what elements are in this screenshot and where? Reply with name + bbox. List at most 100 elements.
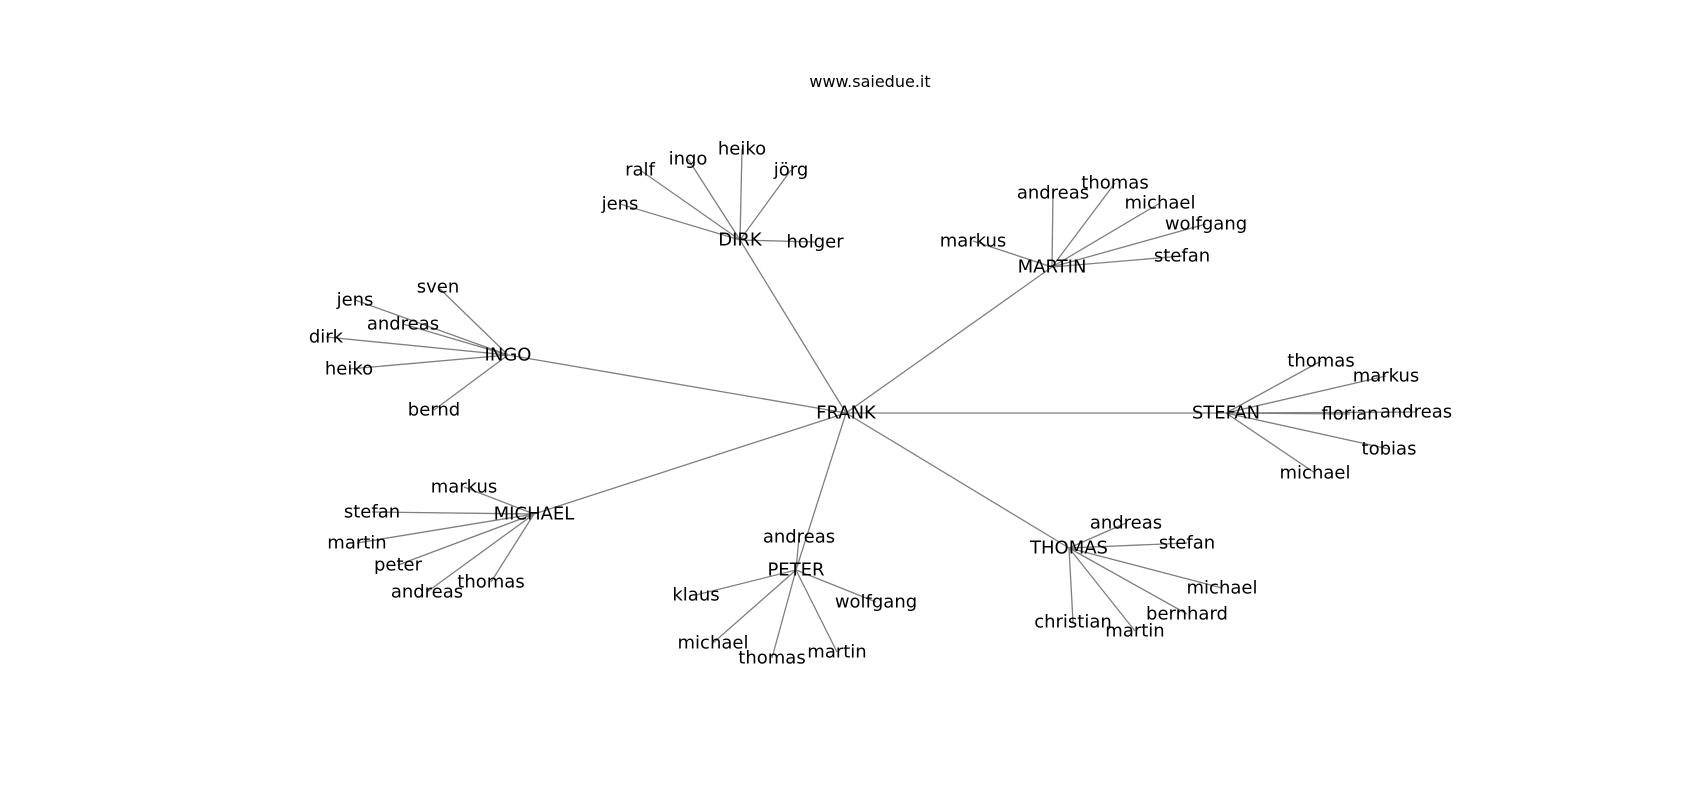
edge-root-dirk — [739, 239, 847, 414]
edge-dirk-holger — [739, 239, 816, 243]
node-root-label: FRANK — [816, 403, 877, 424]
node-leaf-label: jens — [601, 194, 639, 215]
node-leaf-label: markus — [1353, 366, 1420, 387]
node-leaf-label: thomas — [1081, 173, 1148, 194]
node-leaf-label: andreas — [391, 582, 463, 603]
node-hub-label: MARTIN — [1018, 257, 1087, 278]
node-leaf-label: holger — [786, 232, 844, 253]
edge-martin-wolfgang — [1051, 223, 1207, 268]
edge-stefan-andreas — [1225, 411, 1417, 414]
node-leaf-label: christian — [1034, 612, 1112, 633]
edge-michael-stefan — [371, 511, 535, 515]
edges-layer — [325, 148, 1417, 659]
node-leaf-label: tobias — [1362, 439, 1417, 460]
node-leaf-label: andreas — [1090, 513, 1162, 534]
edge-dirk-jens — [619, 203, 741, 241]
node-leaf-label: dirk — [309, 327, 344, 348]
edge-michael-andreas — [426, 513, 535, 593]
edge-martin-michael — [1051, 202, 1161, 268]
node-leaf-label: stefan — [344, 502, 400, 523]
edge-peter-klaus — [695, 569, 797, 596]
node-leaf-label: thomas — [1287, 351, 1354, 372]
edge-michael-peter — [397, 513, 535, 566]
edge-peter-wolfgang — [795, 569, 877, 603]
node-leaf-label: wolfgang — [835, 592, 917, 613]
node-leaf-label: bernhard — [1146, 604, 1228, 625]
labels-layer: FRANK DIRK ralf ingo heiko jörg jens holgerMART… — [309, 139, 1452, 669]
edge-ingo-sven — [437, 286, 509, 356]
node-leaf-label: thomas — [457, 572, 524, 593]
edge-stefan-tobias — [1225, 412, 1390, 450]
edge-thomas-michael — [1068, 547, 1223, 589]
edge-ingo-jens — [354, 299, 509, 356]
node-leaf-label: ingo — [669, 149, 708, 170]
edge-peter-martin — [795, 569, 838, 653]
node-leaf-label: stefan — [1154, 246, 1210, 267]
node-leaf-label: peter — [374, 555, 423, 576]
node-leaf-label: michael — [1280, 463, 1351, 484]
node-leaf-label: klaus — [672, 585, 719, 606]
edge-ingo-dirk — [325, 336, 509, 356]
node-leaf-label: bernd — [408, 400, 460, 421]
node-hub-label: THOMAS — [1029, 538, 1108, 559]
edge-dirk-heiko — [739, 148, 743, 241]
edge-root-michael — [533, 412, 847, 515]
node-leaf-label: andreas — [367, 314, 439, 335]
edge-thomas-christian — [1068, 547, 1074, 623]
edge-michael-thomas — [490, 513, 535, 583]
node-leaf-label: michael — [1125, 193, 1196, 214]
node-leaf-label: michael — [678, 633, 749, 654]
edge-peter-michael — [712, 569, 797, 644]
node-hub-label: STEFAN — [1192, 403, 1260, 424]
edge-thomas-andreas — [1068, 522, 1127, 549]
edge-peter-thomas — [771, 569, 797, 659]
edge-thomas-bernhard — [1068, 547, 1188, 615]
edge-ingo-andreas — [402, 323, 509, 356]
node-hub-label: DIRK — [718, 230, 763, 251]
edge-michael-martin — [356, 513, 535, 544]
edge-dirk-ingo — [687, 158, 741, 241]
edge-martin-stefan — [1051, 255, 1183, 268]
node-leaf-label: wolfgang — [1165, 214, 1247, 235]
edge-stefan-markus — [1225, 375, 1387, 414]
edge-root-thomas — [845, 412, 1070, 549]
edge-dirk-jörg — [739, 169, 792, 241]
node-leaf-label: andreas — [1380, 402, 1452, 423]
edge-martin-thomas — [1051, 182, 1116, 268]
node-leaf-label: thomas — [738, 648, 805, 669]
node-leaf-label: andreas — [763, 527, 835, 548]
node-leaf-label: martin — [807, 642, 866, 663]
edge-ingo-bernd — [433, 354, 509, 411]
node-leaf-label: florian — [1321, 404, 1378, 425]
edge-stefan-michael — [1225, 412, 1316, 474]
edge-thomas-stefan — [1068, 542, 1188, 549]
node-leaf-label: markus — [431, 477, 498, 498]
edge-martin-andreas — [1051, 192, 1054, 268]
edge-root-peter — [795, 412, 847, 571]
edge-stefan-thomas — [1225, 360, 1322, 414]
node-leaf-label: stefan — [1159, 533, 1215, 554]
node-leaf-label: andreas — [1017, 183, 1089, 204]
edge-martin-markus — [972, 240, 1053, 268]
node-leaf-label: ralf — [625, 160, 655, 181]
edge-michael-markus — [463, 486, 535, 515]
edge-dirk-ralf — [639, 169, 741, 241]
node-leaf-label: martin — [1105, 621, 1164, 642]
edge-thomas-martin — [1068, 547, 1136, 632]
node-leaf-label: heiko — [718, 139, 766, 160]
site-title: www.saiedue.it — [809, 72, 930, 91]
node-leaf-label: markus — [940, 231, 1007, 252]
edge-ingo-heiko — [348, 354, 509, 370]
node-hub-label: MICHAEL — [494, 504, 575, 525]
edge-peter-andreas — [795, 536, 800, 571]
node-leaf-label: martin — [327, 533, 386, 554]
edge-root-ingo — [507, 354, 847, 414]
node-leaf-label: jörg — [773, 160, 809, 181]
node-leaf-label: jens — [336, 290, 374, 311]
edge-root-martin — [845, 266, 1053, 414]
node-leaf-label: heiko — [325, 359, 373, 380]
node-hub-label: INGO — [485, 345, 532, 366]
node-hub-label: PETER — [767, 560, 824, 581]
node-leaf-label: michael — [1187, 578, 1258, 599]
